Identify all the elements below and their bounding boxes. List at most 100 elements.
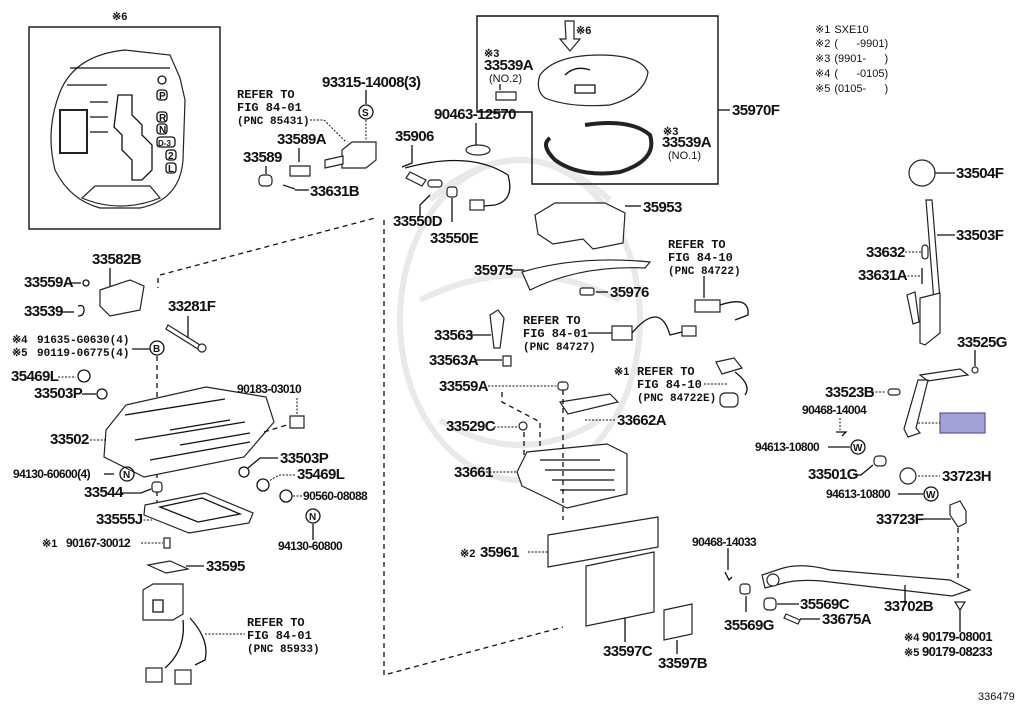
- svg-text:W: W: [926, 490, 936, 501]
- view-arrow-mark: ※6: [576, 25, 591, 37]
- svg-text:※2( -9901): ※2( -9901): [815, 38, 888, 50]
- callout-33544[interactable]: 33544: [84, 484, 125, 501]
- callout-33589A[interactable]: 33589A: [277, 131, 327, 148]
- callout-33555J[interactable]: 33555J: [96, 511, 143, 528]
- callout-33675A[interactable]: 33675A: [822, 611, 872, 628]
- callout-33582B[interactable]: 33582B: [92, 251, 142, 268]
- svg-text:※5: ※5: [12, 347, 27, 359]
- callout-33525G[interactable]: 33525G: [957, 334, 1007, 351]
- indicator-d3: D-3: [158, 139, 171, 148]
- callout-33723F[interactable]: 33723F: [876, 511, 924, 528]
- callout-33597C[interactable]: 33597C: [603, 643, 653, 660]
- callout-33723H[interactable]: 33723H: [942, 468, 992, 485]
- callout-33631B[interactable]: 33631B: [310, 183, 360, 200]
- svg-text:(PNC 84722E): (PNC 84722E): [637, 393, 716, 405]
- callout-35469L-b[interactable]: 35469L: [297, 466, 345, 483]
- callout-33559A-left[interactable]: 33559A: [24, 274, 74, 291]
- solenoid-group: REFER TO FIG 84-01 (PNC 85431) 93315-140…: [237, 74, 422, 200]
- callout-94613-10800-b[interactable]: 94613-10800: [826, 487, 892, 501]
- callout-33504F[interactable]: 33504F: [956, 165, 1004, 182]
- callout-33550D[interactable]: 33550D: [393, 213, 443, 230]
- callout-33702B[interactable]: 33702B: [884, 598, 934, 615]
- callout-94613-10800-a[interactable]: 94613-10800: [755, 440, 821, 454]
- callout-35970F[interactable]: 35970F: [732, 102, 780, 119]
- svg-text:(NO.2): (NO.2): [489, 73, 522, 85]
- callout-90119-06775[interactable]: 90119-06775(4): [37, 348, 129, 360]
- svg-text:※3: ※3: [663, 126, 678, 138]
- callout-33563[interactable]: 33563: [434, 327, 474, 344]
- indicator-2: 2: [168, 151, 174, 162]
- base-assembly-group: 33582B 33559A 33539 33281F ※4 91635-G063…: [11, 217, 376, 685]
- callout-91635-G0630[interactable]: 91635-G0630(4): [37, 335, 129, 347]
- callout-33597B[interactable]: 33597B: [658, 655, 708, 672]
- callout-94130-60600[interactable]: 94130-60600(4): [13, 467, 91, 481]
- highlighted-part-box[interactable]: [939, 412, 986, 434]
- callout-33503F[interactable]: 33503F: [956, 227, 1004, 244]
- svg-text:(PNC 85933): (PNC 85933): [247, 644, 320, 656]
- callout-94130-60800[interactable]: 94130-60800: [278, 539, 344, 553]
- svg-text:N: N: [309, 512, 316, 523]
- callout-33662A[interactable]: 33662A: [617, 412, 667, 429]
- callout-35953[interactable]: 35953: [643, 199, 683, 216]
- callout-33523B[interactable]: 33523B: [825, 384, 875, 401]
- svg-text:FIG 84-01: FIG 84-01: [523, 327, 588, 341]
- callout-90179-08001[interactable]: 90179-08001: [922, 629, 993, 644]
- svg-text:FIG 84-10: FIG 84-10: [637, 378, 702, 392]
- callout-93315-14008[interactable]: 93315-14008(3): [322, 74, 422, 91]
- callout-90179-08233[interactable]: 90179-08233: [922, 644, 993, 659]
- callout-35961[interactable]: 35961: [480, 544, 520, 561]
- callout-33595[interactable]: 33595: [206, 558, 246, 575]
- svg-text:REFER TO: REFER TO: [237, 88, 295, 102]
- callout-90468-14004[interactable]: 90468-14004: [802, 403, 868, 417]
- callout-33589[interactable]: 33589: [243, 149, 283, 166]
- symbol-b-icon: B: [153, 344, 160, 355]
- shift-lever-group: 33504F 33503F 33632 33631A 33525G 33523B…: [755, 159, 1007, 580]
- inset-mark: ※6: [112, 11, 127, 23]
- control-rod-group: 90468-14033 33702B 35569G 35569C 33675A …: [692, 535, 1015, 703]
- callout-33632[interactable]: 33632: [866, 244, 906, 261]
- callout-33563A[interactable]: 33563A: [429, 352, 479, 369]
- callout-35469L-a[interactable]: 35469L: [11, 368, 59, 385]
- figure-id: 336479: [978, 691, 1015, 703]
- svg-text:REFER TO: REFER TO: [637, 365, 695, 379]
- callout-35976[interactable]: 35976: [610, 284, 650, 301]
- callout-33539A-no2[interactable]: 33539A: [484, 57, 534, 74]
- callout-90183-03010[interactable]: 90183-03010: [237, 382, 303, 396]
- callout-90167-30012[interactable]: 90167-30012: [66, 536, 132, 550]
- callout-33559A-center[interactable]: 33559A: [439, 378, 489, 395]
- callout-33550E[interactable]: 33550E: [430, 230, 479, 247]
- callout-33539A-no1[interactable]: 33539A: [662, 134, 712, 151]
- callout-35569G[interactable]: 35569G: [724, 617, 774, 634]
- callout-35975[interactable]: 35975: [474, 262, 514, 279]
- callout-33503P-a[interactable]: 33503P: [34, 385, 83, 402]
- callout-90463-12570[interactable]: 90463-12570: [434, 106, 517, 123]
- symbol-n-icon: N: [123, 470, 130, 481]
- indicator-n: N: [159, 125, 166, 136]
- svg-text:FIG 84-01: FIG 84-01: [247, 629, 312, 643]
- callout-33539[interactable]: 33539: [24, 303, 64, 320]
- callout-33631A[interactable]: 33631A: [858, 267, 908, 284]
- callout-33281F[interactable]: 33281F: [168, 298, 216, 315]
- svg-text:(PNC 84722): (PNC 84722): [668, 266, 741, 278]
- svg-text:※3: ※3: [484, 48, 499, 60]
- callout-35906[interactable]: 35906: [395, 128, 435, 145]
- sensor-harness-group: 35906 90463-12570 33550D 33550E: [393, 106, 517, 247]
- symbol-s-icon: S: [362, 108, 369, 119]
- callout-90468-14033[interactable]: 90468-14033: [692, 535, 758, 549]
- callout-33503P-b[interactable]: 33503P: [280, 450, 329, 467]
- callout-33501G[interactable]: 33501G: [808, 466, 858, 483]
- indicator-panel-box: 35970F ※6 ※3 33539A (NO.2) ※3 33539A (NO…: [476, 15, 780, 185]
- callout-90560-08088[interactable]: 90560-08088: [303, 489, 369, 503]
- callout-33661[interactable]: 33661: [454, 464, 494, 481]
- center-assembly-group: 35953 35975 35976 REFER TO FIG 84-10 (PN…: [383, 199, 749, 676]
- callout-35569C[interactable]: 35569C: [800, 596, 850, 613]
- gear-indicators: P R N D-3 2 L: [156, 75, 177, 175]
- indicator-r: R: [159, 113, 167, 124]
- callout-33502[interactable]: 33502: [50, 431, 90, 448]
- callout-33529C[interactable]: 33529C: [446, 418, 496, 435]
- svg-text:※4( -0105): ※4( -0105): [815, 68, 888, 80]
- indicator-l: L: [168, 164, 174, 175]
